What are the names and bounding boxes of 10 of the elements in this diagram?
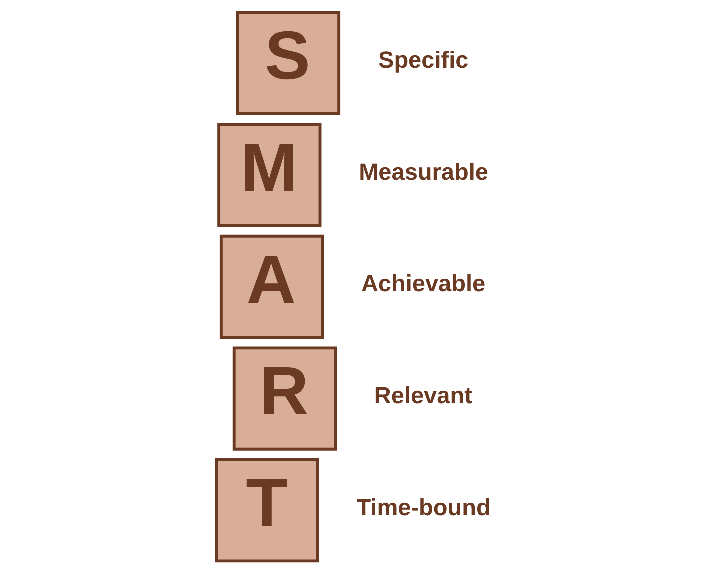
node-box: R	[232, 346, 338, 451]
node-box: S	[236, 11, 341, 116]
node-box: A	[220, 234, 324, 340]
node-box: M	[218, 123, 322, 228]
node-box: T	[215, 458, 320, 563]
node-label: Achievable	[361, 270, 486, 297]
node-label: Specific	[378, 47, 469, 74]
node-label: Measurable	[359, 158, 488, 185]
node-label: Time-bound	[356, 494, 491, 520]
node-label: Relevant	[374, 382, 472, 408]
